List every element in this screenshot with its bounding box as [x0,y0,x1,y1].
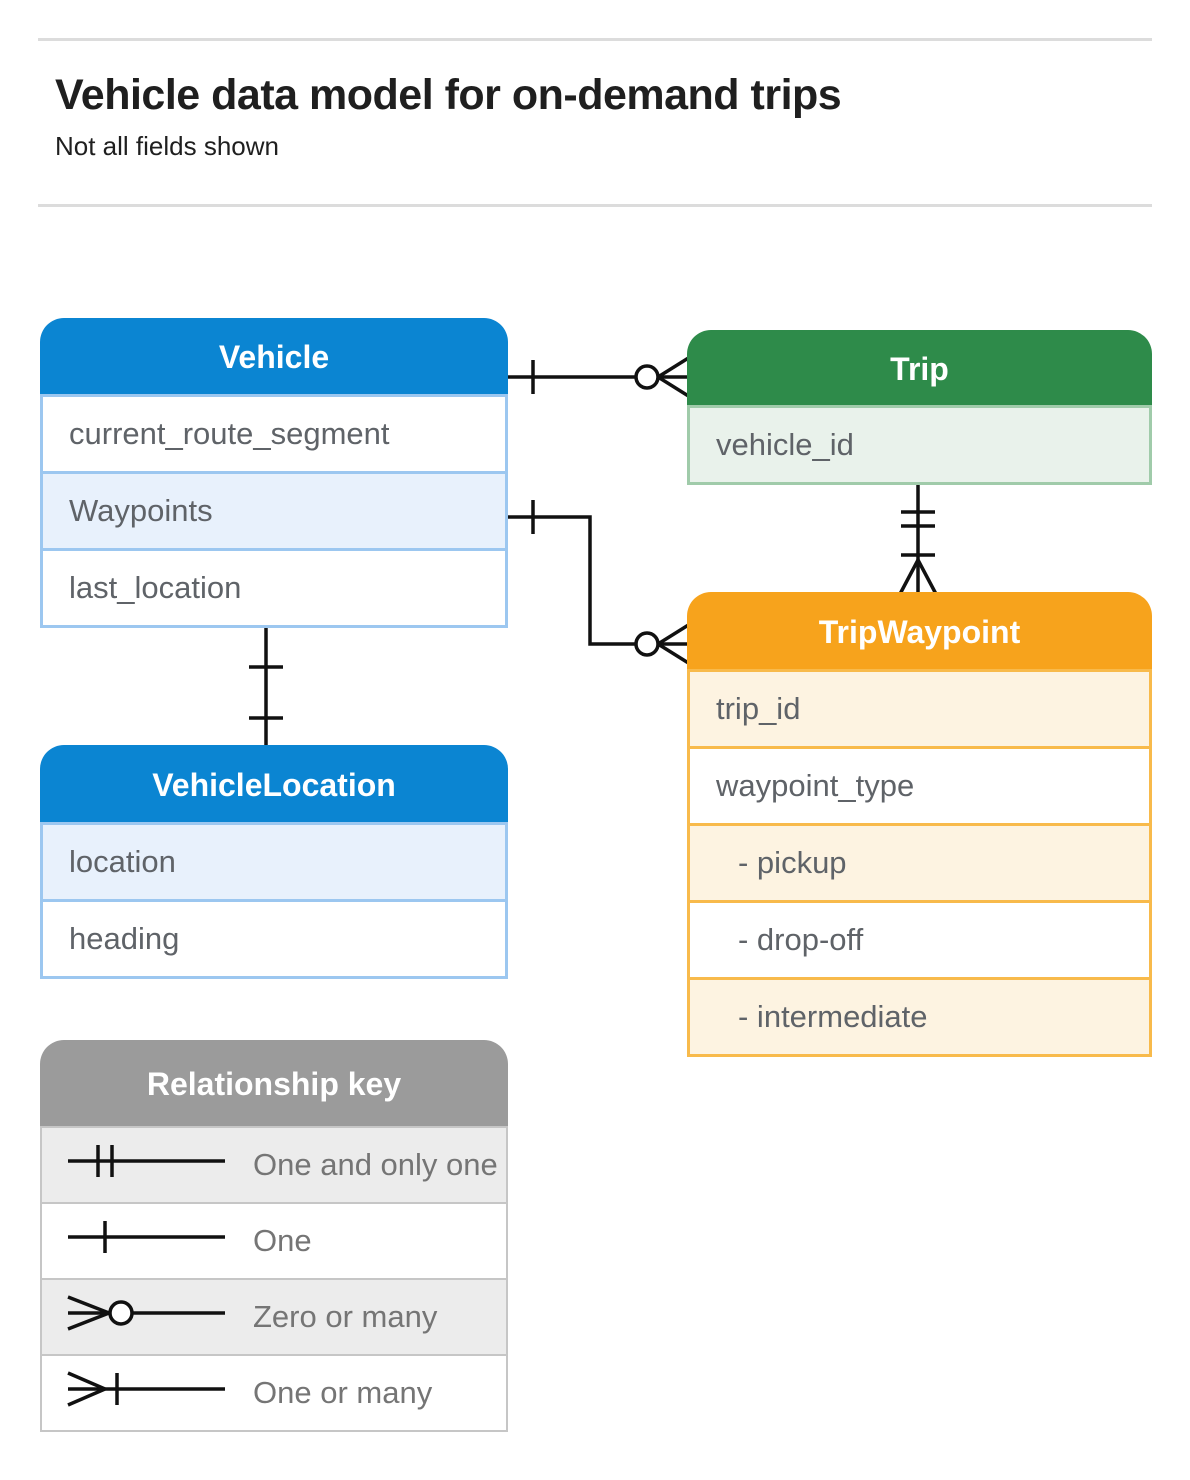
field-row: - intermediate [687,977,1152,1057]
entity-table-vehiclelocation: VehicleLocation location heading [40,745,508,979]
field-row: trip_id [687,669,1152,749]
vehicle-vehiclelocation-connector [249,628,283,750]
entity-table-tripwaypoint: TripWaypoint trip_id waypoint_type - pic… [687,592,1152,1057]
field-row: waypoint_type [687,746,1152,826]
header-rule [38,204,1152,207]
field-row: heading [40,899,508,979]
trip-tripwaypoint-connector [898,484,938,596]
field-label: trip_id [716,691,801,726]
entity-table-trip: Trip vehicle_id [687,330,1152,485]
entity-table-vehicle: Vehicle current_route_segment Waypoints … [40,318,508,628]
field-label: waypoint_type [716,768,915,803]
zero-circle [634,631,660,657]
page-title: Vehicle data model for on-demand trips [55,71,842,119]
field-label: current_route_segment [69,416,390,451]
page-subtitle: Not all fields shown [55,131,279,162]
crow-foot-leg [657,622,691,646]
one-or-many-icon [60,1361,235,1425]
legend-row: Zero or many [40,1278,508,1356]
field-row: vehicle_id [687,405,1152,485]
table-header-tripwaypoint: TripWaypoint [687,592,1152,672]
field-label: location [69,844,176,879]
legend-row: One or many [40,1354,508,1432]
crow-foot-leg [657,375,691,399]
crow-foot-leg [916,559,938,595]
crow-foot-leg [898,559,920,595]
field-row: last_location [40,548,508,628]
legend-row: One and only one [40,1126,508,1204]
field-label: - drop-off [738,922,864,957]
crow-foot-leg [657,355,691,379]
crow-foot-leg [657,642,691,666]
legend-label: One and only one [253,1147,498,1182]
legend-row: One [40,1202,508,1280]
title-block: Vehicle data model for on-demand trips N… [55,71,1155,162]
top-rule [38,38,1152,41]
waypoints-tripwaypoint-connector [502,500,692,666]
field-label: heading [69,921,180,956]
vehicle-trip-connector [502,355,692,399]
table-header-vehicle: Vehicle [40,318,508,397]
field-label: vehicle_id [716,427,854,462]
table-header-vehiclelocation: VehicleLocation [40,745,508,825]
field-label: - pickup [738,845,847,880]
one-and-only-one-icon [60,1133,235,1197]
field-row: - pickup [687,823,1152,903]
one-icon [60,1209,235,1273]
field-label: Waypoints [69,493,213,528]
legend-label: One [253,1223,312,1258]
field-row: current_route_segment [40,394,508,474]
field-row: location [40,822,508,902]
relationship-key-header: Relationship key [40,1040,508,1128]
relationship-key: Relationship key One and only one One [40,1040,508,1432]
legend-label: One or many [253,1375,433,1410]
field-label: - intermediate [738,999,928,1034]
zero-circle [634,364,660,390]
zero-or-many-icon [60,1285,235,1349]
table-header-trip: Trip [687,330,1152,408]
field-label: last_location [69,570,242,605]
field-row: Waypoints [40,471,508,551]
legend-label: Zero or many [253,1299,438,1334]
field-row: - drop-off [687,900,1152,980]
